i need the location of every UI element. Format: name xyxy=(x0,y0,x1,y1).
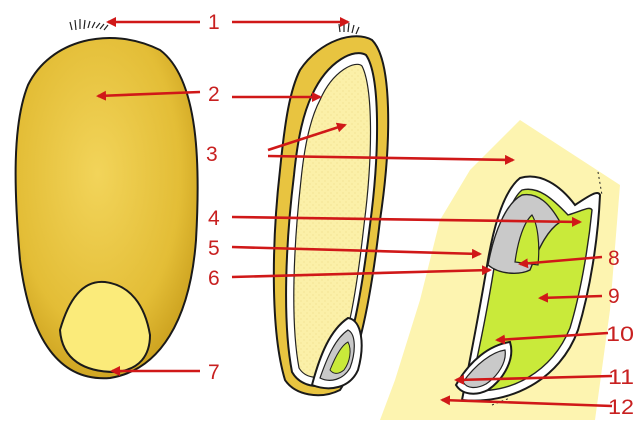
label-7: 7 xyxy=(208,361,220,384)
brush-hairs-left xyxy=(70,19,108,30)
label-5: 5 xyxy=(208,237,220,260)
label-11: 11 xyxy=(608,366,634,389)
label-1: 1 xyxy=(208,11,220,34)
whole-kernel xyxy=(16,19,198,378)
brush-hairs-middle xyxy=(339,23,359,34)
label-3: 3 xyxy=(206,143,218,166)
germ-enlarged-section xyxy=(380,120,620,420)
label-2: 2 xyxy=(208,83,220,106)
label-12: 12 xyxy=(608,396,634,419)
label-6: 6 xyxy=(208,267,220,290)
label-10: 10 xyxy=(606,323,634,346)
label-4: 4 xyxy=(208,207,220,230)
label-9: 9 xyxy=(608,285,620,308)
label-8: 8 xyxy=(608,247,620,270)
kernel-longitudinal-section xyxy=(274,23,388,395)
